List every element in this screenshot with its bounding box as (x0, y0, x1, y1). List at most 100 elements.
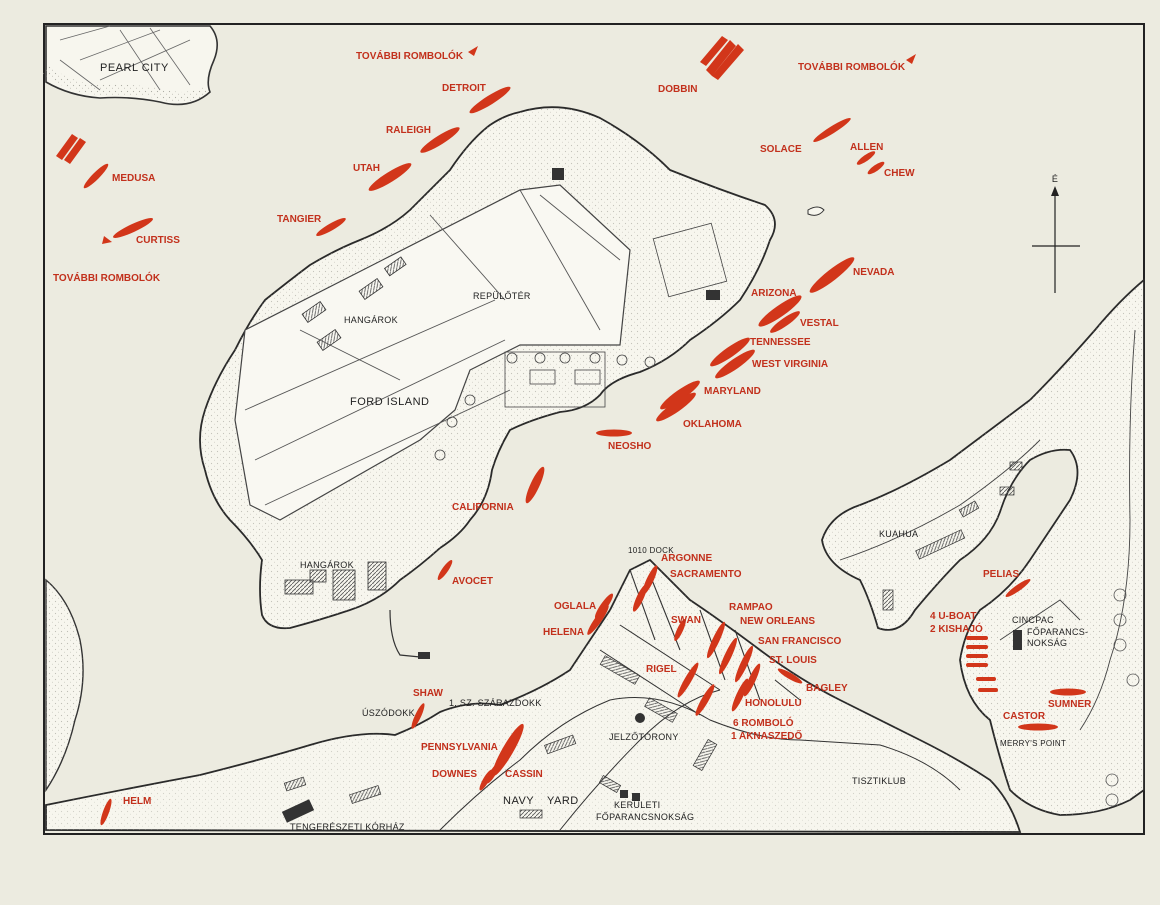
ship-utah (368, 163, 412, 191)
ship-oglala (594, 593, 614, 619)
ship-destroyers-cluster (56, 134, 86, 164)
ship-helm (100, 798, 112, 826)
label-detroit: DETROIT (442, 83, 486, 94)
runways (244, 189, 621, 506)
place-labels: PEARL CITY FORD ISLAND REPÜLŐTÉR HANGÁRO… (100, 62, 1088, 832)
pearl-city-streets (59, 25, 191, 91)
ship-new-orleans (718, 637, 738, 675)
label-cincpac-1: CINCPAC (1012, 615, 1054, 625)
label-neosho: NEOSHO (608, 441, 652, 452)
ramp-end (418, 652, 430, 659)
label-pennsylvania: PENNSYLVANIA (421, 742, 498, 753)
label-oglala: OGLALA (554, 601, 596, 612)
label-naval-hospital: TENGERÉSZETI KÓRHÁZ (290, 822, 405, 832)
navy-yard-buildings (283, 655, 718, 819)
seaplane-ramp (389, 609, 421, 658)
label-solace: SOLACE (760, 144, 802, 155)
label-sumner: SUMNER (1048, 699, 1092, 710)
kuahua-buildings (882, 461, 1023, 611)
label-castor: CASTOR (1003, 711, 1046, 722)
label-arizona: ARIZONA (751, 288, 797, 299)
label-cincpac-2: FŐPARANCS- (1027, 627, 1088, 637)
label-utah: UTAH (353, 163, 380, 174)
ship-uboat-cluster (966, 636, 998, 692)
cincpac-building (1013, 630, 1022, 650)
ship-medusa (83, 163, 109, 189)
ford-island-building (706, 290, 720, 300)
label-oklahoma: OKLAHOMA (683, 419, 742, 430)
label-helena: HELENA (543, 627, 584, 638)
label-san-francisco: SAN FRANCISCO (758, 636, 842, 647)
label-repuloter: REPÜLŐTÉR (473, 291, 531, 301)
ship-avocet (437, 560, 453, 580)
label-cassin: CASSIN (505, 769, 543, 780)
ship-honolulu (731, 678, 749, 712)
ship-bagley (777, 668, 803, 684)
label-sacramento: SACRAMENTO (670, 569, 742, 580)
ford-island-airfield (234, 184, 631, 521)
label-shaw: SHAW (413, 688, 444, 699)
destroyer-arrows (102, 46, 916, 244)
label-uboat-1: 4 U-BOAT (930, 611, 976, 622)
label-nevada: NEVADA (853, 267, 894, 278)
ship-allen (856, 151, 876, 165)
label-curtiss: CURTISS (136, 235, 180, 246)
label-dobbin: DOBBIN (658, 84, 697, 95)
label-pearl-city: PEARL CITY (100, 62, 169, 74)
kuahua-circles (1105, 588, 1140, 807)
label-tennessee: TENNESSEE (750, 337, 811, 348)
label-chew: CHEW (884, 168, 915, 179)
label-ford-island: FORD ISLAND (350, 396, 429, 408)
ship-vestal (770, 311, 800, 333)
label-argonne: ARGONNE (661, 553, 712, 564)
ship-destroyers (695, 684, 715, 716)
label-downes: DOWNES (432, 769, 477, 780)
ship-pennsylvania (492, 723, 524, 777)
label-tovabbi-2: TOVÁBBI ROMBOLÓK (798, 60, 906, 73)
ford-island-buildings (434, 222, 728, 461)
label-hangarok-2: HANGÁROK (300, 560, 354, 570)
label-pelias: PELIAS (983, 569, 1019, 580)
label-raleigh: RALEIGH (386, 125, 431, 136)
ship-pelias (1005, 579, 1031, 597)
ship-california (525, 466, 545, 504)
label-avocet: AVOCET (452, 576, 493, 587)
ship-castor (1018, 723, 1058, 731)
label-kuahua: KUAHUA (879, 529, 918, 539)
label-california: CALIFORNIA (452, 502, 514, 513)
ship-rampao (706, 621, 726, 659)
ship-chew (867, 161, 885, 175)
ship-dobbin-cluster (700, 36, 744, 80)
label-officers-club: TISZTIKLUB (852, 776, 906, 786)
label-yard: YARD (547, 795, 579, 807)
ship-oklahoma (656, 392, 696, 422)
label-destroyers-1: 6 ROMBOLÓ (733, 716, 794, 729)
ship-helena (587, 605, 609, 635)
ship-rigel (677, 662, 699, 698)
label-medusa: MEDUSA (112, 173, 155, 184)
label-tovabbi-3: TOVÁBBI ROMBOLÓK (53, 271, 161, 284)
arrow-up-right-1 (468, 46, 478, 56)
label-cincpac-3: NOKSÁG (1027, 638, 1067, 648)
ford-island-building (552, 168, 564, 180)
arrow-up-right-2 (906, 54, 916, 64)
label-hangarok-1: HANGÁROK (344, 315, 398, 325)
kuahua-roads (839, 329, 1136, 731)
navy-yard-solid-buildings (281, 713, 645, 823)
ship-raleigh (420, 127, 460, 153)
label-rampao: RAMPAO (729, 602, 773, 613)
ship-west-virginia (715, 349, 755, 379)
label-merrys-point: MERRY'S POINT (1000, 739, 1066, 748)
label-helm: HELM (123, 796, 151, 807)
label-tovabbi-1: TOVÁBBI ROMBOLÓK (356, 49, 464, 62)
label-st-louis: ST. LOUIS (769, 655, 817, 666)
ship-tangier (316, 217, 346, 237)
ship-arizona (758, 295, 802, 327)
label-vestal: VESTAL (800, 318, 839, 329)
ship-sumner (1050, 688, 1086, 696)
label-swan: SWAN (671, 615, 701, 626)
label-west-virginia: WEST VIRGINIA (752, 359, 828, 370)
ship-detroit (469, 86, 511, 114)
ship-labels: TOVÁBBI ROMBOLÓK TOVÁBBI ROMBOLÓK TOVÁBB… (53, 49, 1092, 807)
